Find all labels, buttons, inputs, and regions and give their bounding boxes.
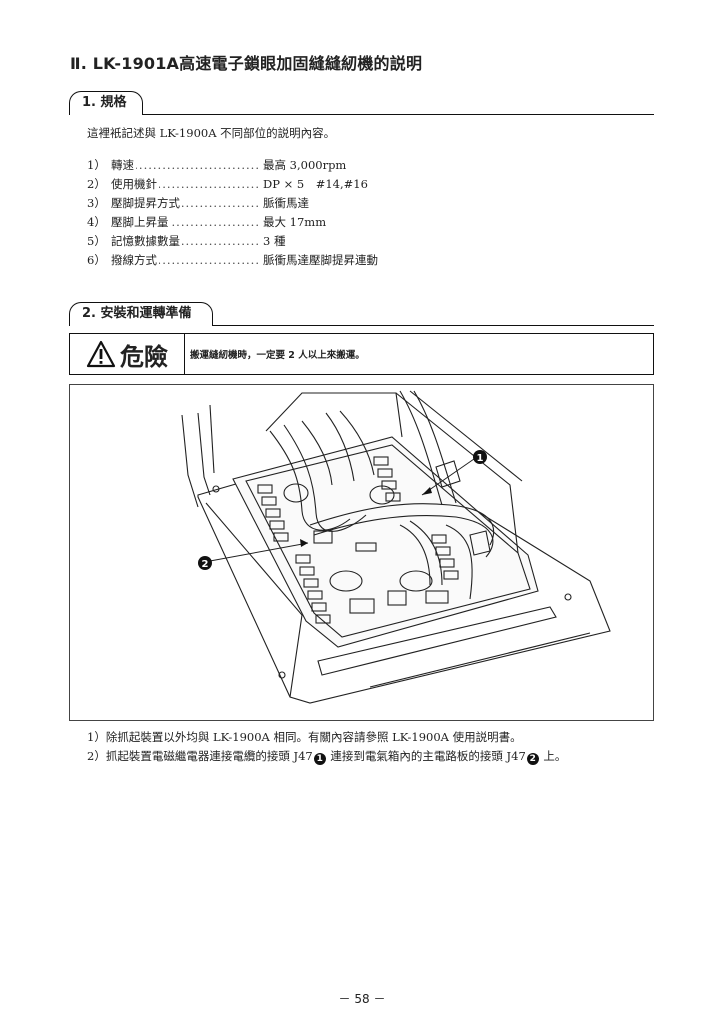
item-number: 2）: [87, 177, 106, 191]
spec-intro: 這裡衹記述與 LK-1900A 不同部位的説明內容。: [87, 126, 336, 140]
list-item: 4） .....................................…: [87, 213, 378, 232]
section-heading-install: 2. 安裝和運轉準備: [69, 302, 213, 326]
list-item: 2） .....................................…: [87, 175, 378, 194]
item-number: 4）: [87, 215, 106, 229]
spec-list: 1） .....................................…: [87, 156, 378, 270]
item-name-wrap: ........................................…: [111, 232, 261, 251]
callout-1-ref: 1: [313, 753, 326, 765]
note-text: 上。: [539, 749, 567, 763]
control-box-illustration: 1 2: [181, 390, 611, 704]
item-name: 壓脚提昇方式: [111, 196, 182, 210]
item-value: 3 種: [263, 234, 286, 248]
item-number: 3）: [87, 196, 106, 210]
chapter-title: Ⅱ. LK-1901A高速電子鎖眼加固縫縫紉機的説明: [70, 54, 423, 73]
item-name-wrap: ........................................…: [111, 175, 261, 194]
note-text: 2）抓起裝置電磁繼電器連接電纜的接頭 J47: [87, 749, 313, 763]
item-name-wrap: ........................................…: [111, 156, 261, 175]
item-number: 5）: [87, 234, 106, 248]
section-rule: [143, 114, 654, 115]
section-rule: [213, 325, 654, 326]
item-number: 6）: [87, 253, 106, 267]
item-name: 壓脚上昇量: [111, 215, 171, 229]
callout-2-ref: 2: [526, 753, 539, 765]
item-name: 轉速: [111, 158, 136, 172]
item-value: 最高 3,000rpm: [263, 158, 347, 172]
list-item: 1）除抓起裝置以外均與 LK-1900A 相同。有關內容請參照 LK-1900A…: [87, 728, 566, 747]
item-name: 撥線方式: [111, 253, 159, 267]
item-value: DP × 5 #14,#16: [263, 177, 368, 191]
item-name-wrap: ........................................…: [111, 213, 261, 232]
danger-label: 危險: [120, 342, 168, 371]
list-item: 1） .....................................…: [87, 156, 378, 175]
control-box-figure: 1 2: [69, 384, 654, 721]
list-item: 6） .....................................…: [87, 251, 378, 270]
item-value: 脈衝馬達: [263, 196, 309, 210]
section-heading-spec-label: 1. 規格: [82, 95, 127, 110]
section-heading-spec: 1. 規格: [69, 91, 143, 115]
list-item: 3） .....................................…: [87, 194, 378, 213]
danger-warning-box: 危險 搬運縫紉機時，一定要 2 人以上來搬運。: [69, 333, 654, 375]
item-number: 1）: [87, 158, 106, 172]
callout-1-label: 1: [477, 453, 484, 464]
danger-text: 搬運縫紉機時，一定要 2 人以上來搬運。: [190, 350, 365, 361]
danger-sign: 危險: [70, 334, 185, 374]
item-value: 最大 17mm: [263, 215, 327, 229]
page-number: － 58 －: [338, 992, 386, 1006]
note-text: 連接到電氣箱內的主電路板的接頭 J47: [326, 749, 526, 763]
item-name-wrap: ........................................…: [111, 251, 261, 270]
warning-triangle-icon: [86, 340, 116, 368]
note-text: 1）除抓起裝置以外均與 LK-1900A 相同。有關內容請參照 LK-1900A…: [87, 730, 522, 744]
item-name: 記憶數據數量: [111, 234, 182, 248]
item-name: 使用機針: [111, 177, 159, 191]
install-notes: 1）除抓起裝置以外均與 LK-1900A 相同。有關內容請參照 LK-1900A…: [87, 728, 566, 766]
callout-2-marker: 2: [198, 556, 212, 570]
callout-2-label: 2: [202, 559, 209, 570]
leader-dots: ........................................…: [111, 158, 261, 172]
connector-column-left: [257, 484, 331, 624]
item-value: 脈衝馬達壓脚提昇連動: [263, 253, 378, 267]
item-name-wrap: ........................................…: [111, 194, 261, 213]
section-heading-install-label: 2. 安裝和運轉準備: [82, 306, 192, 321]
list-item: 5） .....................................…: [87, 232, 378, 251]
callout-1-marker: 1: [473, 450, 487, 464]
